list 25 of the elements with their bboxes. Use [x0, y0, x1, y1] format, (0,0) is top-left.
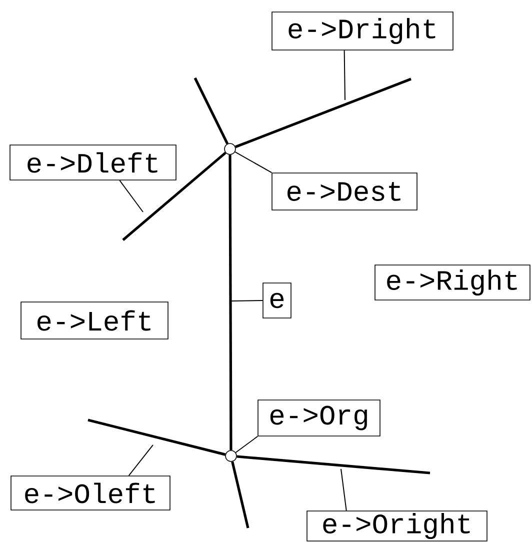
label-box: e->Oleft	[10, 476, 170, 510]
leader-line	[344, 50, 346, 100]
leader-line	[230, 300, 264, 302]
line-segment	[122, 152, 226, 241]
line-segment	[236, 455, 430, 474]
line-segment	[194, 77, 229, 144]
leader-line	[235, 436, 258, 453]
line-segment	[235, 78, 412, 148]
line-segment	[228, 154, 232, 450]
leader-line	[119, 180, 144, 212]
label-box: e->Dest	[272, 172, 418, 210]
label-box: e->Right	[374, 264, 530, 300]
label-box: e	[262, 282, 292, 318]
label-box: e->Dleft	[10, 144, 176, 180]
line-segment	[88, 418, 226, 456]
leader-line	[234, 151, 272, 174]
leader-line	[340, 468, 347, 512]
label-box: e->Left	[20, 302, 168, 340]
line-segment	[231, 461, 250, 528]
label-box: e->Dright	[272, 12, 454, 50]
vertex-circle	[224, 143, 236, 155]
vertex-circle	[225, 450, 237, 462]
leader-line	[128, 444, 154, 476]
label-box: e->Org	[258, 400, 380, 436]
label-box: e->Oright	[306, 510, 488, 542]
